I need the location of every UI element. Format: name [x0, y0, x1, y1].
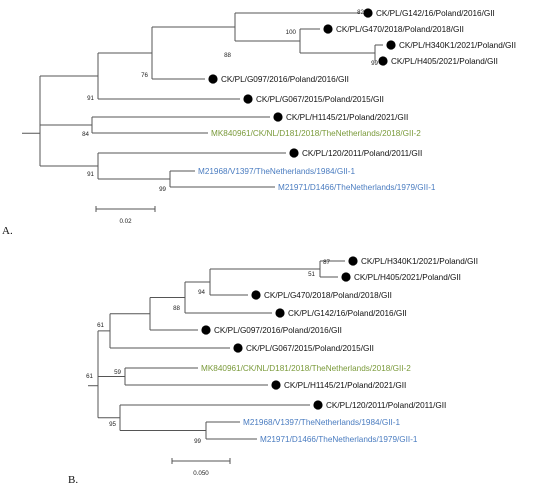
taxon-label: M21968/V1397/TheNetherlands/1984/GII-1 [198, 167, 355, 176]
bootstrap-value: 99 [194, 438, 201, 445]
sample-markers [201, 8, 396, 410]
taxon-label: CK/PL/H340K1/2021/Poland/GII [399, 41, 516, 50]
sample-marker-dot [323, 24, 333, 34]
sample-marker-dot [243, 94, 253, 104]
scale-bar-label: 0.050 [193, 470, 209, 477]
tree-branches [22, 12, 383, 464]
bootstrap-value: 99 [159, 186, 166, 193]
panel-extras: 0.02 0.050 A. B. [2, 218, 209, 486]
bootstrap-value: 61 [97, 322, 104, 329]
bootstrap-value: 95 [109, 421, 116, 428]
taxon-label: M21971/D1466/TheNetherlands/1979/GII-1 [278, 183, 436, 192]
bootstrap-value: 61 [86, 373, 93, 380]
taxon-label: CK/PL/G097/2016/Poland/2016/GII [221, 75, 349, 84]
sample-marker-dot [386, 40, 396, 50]
bootstrap-value: 91 [87, 95, 94, 102]
bootstrap-values: 82 100 99 88 76 91 84 91 99 87 51 94 88 61 59 61 95 99 [82, 9, 378, 445]
taxon-label: CK/PL/120/2011/Poland/2011/GII [302, 149, 422, 158]
sample-marker-dot [251, 290, 261, 300]
bootstrap-value: 88 [224, 52, 231, 59]
taxon-label: CK/PL/H1145/21/Poland/2021/GII [286, 113, 408, 122]
taxon-label: CK/PL/G067/2015/Poland/2015/GII [246, 344, 374, 353]
sample-marker-dot [348, 256, 358, 266]
sample-marker-dot [233, 343, 243, 353]
taxon-label: MK840961/CK/NL/D181/2018/TheNetherlands/… [211, 129, 421, 138]
bootstrap-value: 84 [82, 131, 89, 138]
sample-marker-dot [313, 400, 323, 410]
sample-marker-dot [273, 112, 283, 122]
bootstrap-value: 51 [308, 271, 315, 278]
bootstrap-value: 59 [114, 369, 121, 376]
sample-marker-dot [275, 308, 285, 318]
bootstrap-value: 99 [371, 60, 378, 67]
bootstrap-value: 100 [286, 29, 297, 36]
bootstrap-value: 87 [323, 259, 330, 266]
sample-marker-dot [378, 56, 388, 66]
taxon-label: CK/PL/H405/2021/Poland/GII [354, 273, 461, 282]
taxon-label: M21968/V1397/TheNetherlands/1984/GII-1 [243, 418, 400, 427]
taxon-label: CK/PL/G097/2016/Poland/2016/GII [214, 326, 342, 335]
bootstrap-value: 88 [173, 305, 180, 312]
scale-bar-label: 0.02 [119, 218, 132, 225]
bootstrap-value: 91 [87, 171, 94, 178]
bootstrap-value: 94 [198, 289, 205, 296]
taxon-labels: CK/PL/G142/16/Poland/2016/GII CK/PL/G470/… [198, 9, 516, 444]
sample-marker-dot [271, 380, 281, 390]
sample-marker-dot [208, 74, 218, 84]
bootstrap-value: 76 [141, 72, 148, 79]
taxon-label: CK/PL/G067/2015/Poland/2015/GII [256, 95, 384, 104]
sample-marker-dot [363, 8, 373, 18]
panel-label: A. [2, 225, 13, 237]
taxon-label: CK/PL/G142/16/Poland/2016/GII [376, 9, 495, 18]
sample-marker-dot [201, 325, 211, 335]
taxon-label: CK/PL/120/2011/Poland/2011/GII [326, 401, 446, 410]
taxon-label: CK/PL/H405/2021/Poland/GII [391, 57, 498, 66]
taxon-label: CK/PL/G470/2018/Poland/2018/GII [336, 25, 464, 34]
taxon-label: CK/PL/H1145/21/Poland/2021/GII [284, 381, 406, 390]
taxon-label: M21971/D1466/TheNetherlands/1979/GII-1 [260, 435, 418, 444]
sample-marker-dot [341, 272, 351, 282]
taxon-label: CK/PL/G142/16/Poland/2016/GII [288, 309, 407, 318]
taxon-label: CK/PL/H340K1/2021/Poland/GII [361, 257, 478, 266]
panel-label: B. [68, 474, 78, 486]
taxon-label: CK/PL/G470/2018/Poland/2018/GII [264, 291, 392, 300]
bootstrap-value: 82 [357, 9, 364, 16]
taxon-label: MK840961/CK/NL/D181/2018/TheNetherlands/… [201, 364, 411, 373]
sample-marker-dot [289, 148, 299, 158]
